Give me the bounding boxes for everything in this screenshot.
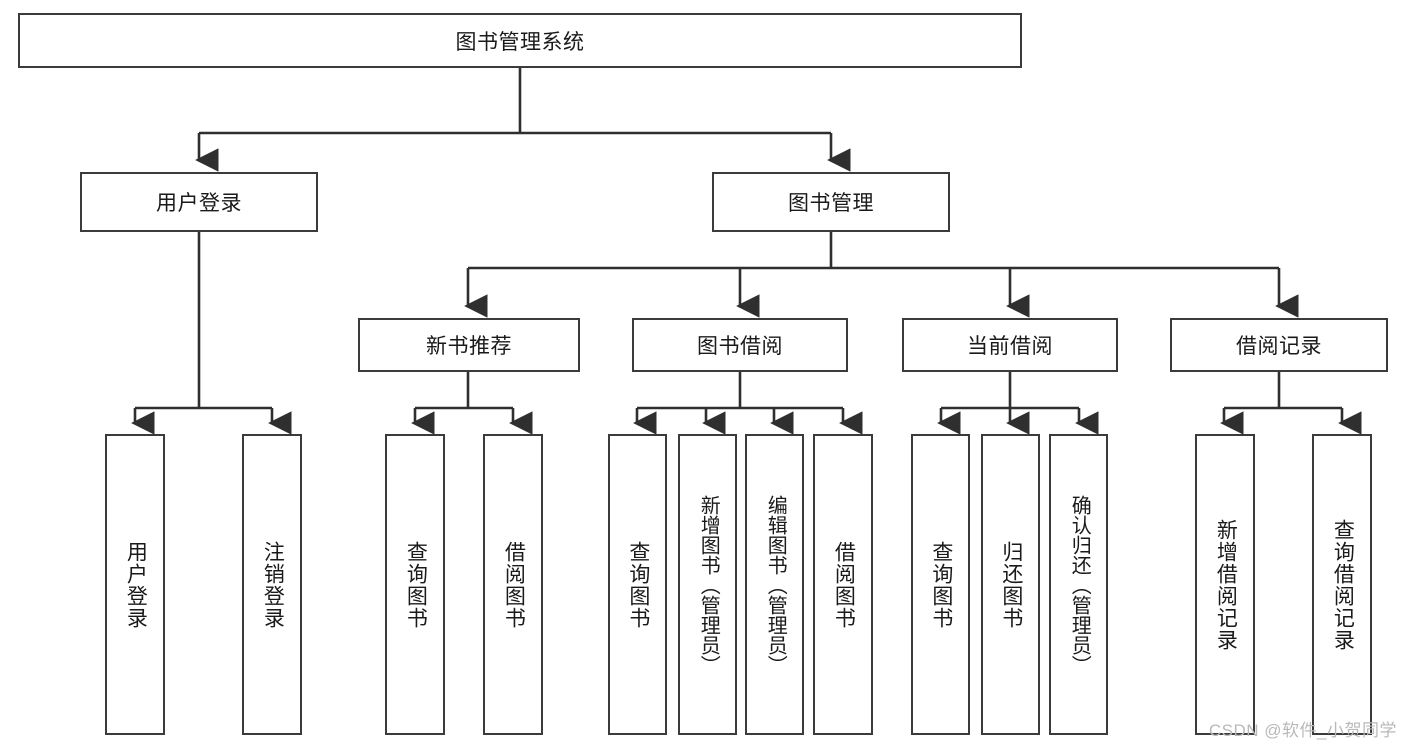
node-new-book-recommend[interactable]: 新书推荐 [358,318,580,372]
node-leaf-borrow-book[interactable]: 借阅图书 [813,434,873,735]
node-leaf-return-book[interactable]: 归还图书 [981,434,1040,735]
node-leaf-query-book-recommend[interactable]: 查询图书 [385,434,445,735]
node-leaf-logout[interactable]: 注销登录 [242,434,302,735]
node-root-system[interactable]: 图书管理系统 [18,13,1022,68]
node-book-management[interactable]: 图书管理 [712,172,950,232]
node-leaf-user-login[interactable]: 用户登录 [105,434,165,735]
node-leaf-edit-book-admin[interactable]: 编辑图书（管理员） [745,434,804,735]
node-leaf-query-book-current[interactable]: 查询图书 [911,434,970,735]
node-user-login[interactable]: 用户登录 [80,172,318,232]
node-borrow-record[interactable]: 借阅记录 [1170,318,1388,372]
node-leaf-confirm-return-admin[interactable]: 确认归还（管理员） [1049,434,1108,735]
node-leaf-add-book-admin[interactable]: 新增图书（管理员） [678,434,737,735]
node-leaf-query-borrow-record[interactable]: 查询借阅记录 [1312,434,1372,735]
node-leaf-borrow-book-recommend[interactable]: 借阅图书 [483,434,543,735]
node-book-borrow[interactable]: 图书借阅 [632,318,848,372]
node-current-borrow[interactable]: 当前借阅 [902,318,1118,372]
node-leaf-query-book-borrow[interactable]: 查询图书 [608,434,667,735]
node-leaf-add-borrow-record[interactable]: 新增借阅记录 [1195,434,1255,735]
